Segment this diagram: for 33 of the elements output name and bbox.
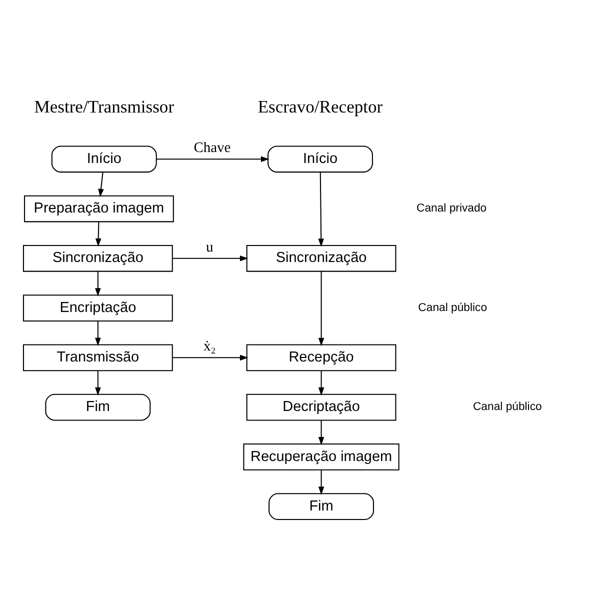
arrow: [318, 420, 324, 446]
node-box: Preparação imagem: [24, 195, 174, 222]
edge-label: ẋ₂: [202, 338, 216, 355]
node-box: Fim: [44, 394, 150, 421]
arrow: [94, 321, 100, 346]
label: Canal público: [418, 302, 487, 314]
node-box: Encriptação: [22, 294, 172, 322]
node-box: Transmissão: [22, 344, 172, 372]
arrow: [318, 470, 324, 495]
label: Canal privado: [416, 202, 486, 215]
label: Escravo/Receptor: [257, 96, 382, 117]
node-box: Sincronização: [246, 244, 396, 272]
node-box: Início: [267, 146, 372, 173]
node-box: Decriptação: [246, 394, 396, 421]
label: Mestre/Transmissor: [34, 96, 174, 117]
arrow: [318, 370, 324, 396]
arrow: [318, 172, 324, 247]
node-box: Sincronização: [22, 244, 172, 272]
edge-label: Chave: [193, 140, 230, 156]
edge-label: u: [205, 239, 213, 256]
arrow: [172, 354, 248, 361]
node-box: Recuperação imagem: [242, 444, 399, 470]
node-box: Fim: [268, 493, 374, 520]
arrow: [318, 271, 324, 346]
arrow: [172, 256, 248, 262]
arrow: [98, 172, 104, 198]
arrow: [94, 222, 101, 247]
arrow: [94, 271, 100, 296]
arrow: [156, 156, 269, 162]
node-box: Início: [50, 146, 156, 173]
label: Canal público: [472, 401, 542, 414]
arrow: [94, 370, 100, 396]
node-box: Recepção: [246, 344, 396, 372]
